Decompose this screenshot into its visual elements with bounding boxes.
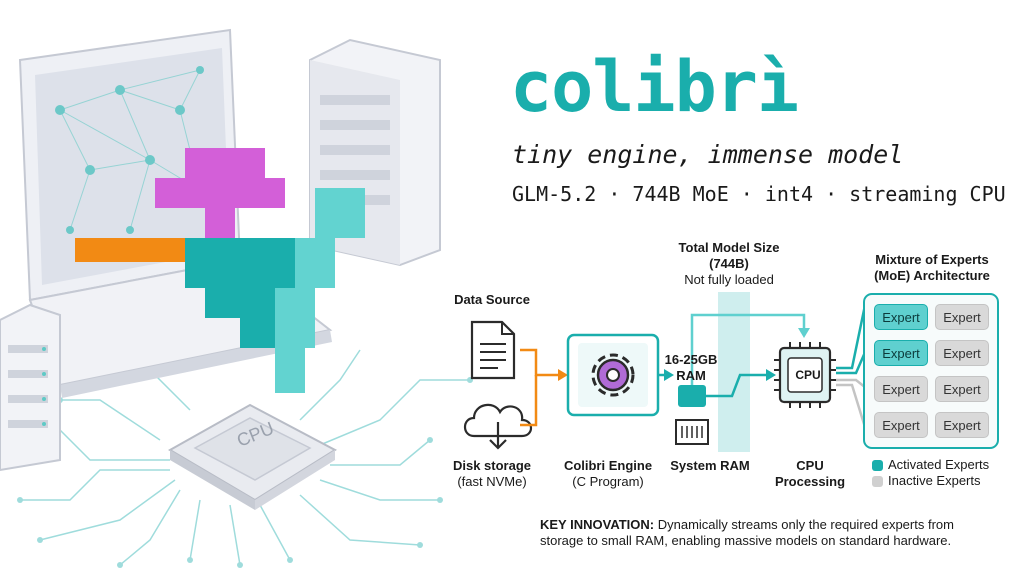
disk-to-engine-arrow xyxy=(520,375,538,427)
moe-subtitle: (MoE) Architecture xyxy=(874,268,990,283)
data-source-label: Data Source xyxy=(454,292,530,307)
legend-active-label: Activated Experts xyxy=(888,457,990,472)
server-small-graphic xyxy=(0,303,61,472)
pixel-hummingbird-logo xyxy=(75,148,365,393)
ram-block xyxy=(678,385,706,407)
ram-to-cpu-line xyxy=(706,373,768,398)
hero-illustration: CPU xyxy=(0,28,473,568)
expert-cell: Expert xyxy=(874,412,928,438)
legend-inactive-label: Inactive Experts xyxy=(888,473,981,488)
total-size-value: (744B) xyxy=(709,256,749,271)
expert-cell: Expert xyxy=(874,340,928,366)
total-size-note: Not fully loaded xyxy=(684,272,774,287)
circuit-nodes xyxy=(7,367,473,568)
engine-sub: (C Program) xyxy=(572,474,644,489)
expert-cell: Expert xyxy=(874,304,928,330)
system-ram-label: System RAM xyxy=(670,458,750,473)
cpu-chip-text: CPU xyxy=(795,368,821,382)
expert-cell: Expert xyxy=(935,340,989,366)
expert-cell: Expert xyxy=(935,304,989,330)
disk-storage-sub: (fast NVMe) xyxy=(457,474,527,489)
gear-icon xyxy=(591,353,635,397)
key-innovation-label: KEY INNOVATION: xyxy=(540,517,655,532)
doc-to-engine-arrow xyxy=(520,348,558,377)
expert-cell: Expert xyxy=(874,376,928,402)
cpu-label: CPU xyxy=(796,458,824,473)
ram-amount: 16-25GB xyxy=(664,352,718,367)
memory-chip-icon xyxy=(675,419,709,445)
document-icon xyxy=(470,320,516,380)
cpu-label-sub: Processing xyxy=(774,474,846,489)
engine-label: Colibri Engine xyxy=(563,458,653,473)
moe-title: Mixture of Experts xyxy=(875,252,989,267)
tagline: tiny engine, immense model xyxy=(512,140,904,169)
key-innovation-note: KEY INNOVATION: Dynamically streams only… xyxy=(540,517,1000,549)
ram-amount-unit: RAM xyxy=(676,368,706,383)
cpu-chip-graphic xyxy=(167,403,338,510)
expert-cell: Expert xyxy=(935,376,989,402)
moe-container xyxy=(863,293,999,449)
total-model-bar xyxy=(718,292,750,452)
key-innovation-text: Dynamically streams only the required ex… xyxy=(540,517,954,548)
architecture-diagram xyxy=(463,292,999,452)
app-title: colibrì xyxy=(510,46,799,128)
cloud-download-icon xyxy=(463,403,533,450)
expert-cell: Expert xyxy=(935,412,989,438)
cpu-chip-icon xyxy=(774,342,836,408)
disk-storage-label: Disk storage xyxy=(452,458,532,473)
model-specs: GLM-5.2 · 744B MoE · int4 · streaming CP… xyxy=(512,182,1006,206)
legend-inactive-swatch xyxy=(872,476,883,487)
model-to-cpu-line xyxy=(690,313,806,385)
total-size-label: Total Model Size xyxy=(678,240,780,255)
legend-active-swatch xyxy=(872,460,883,471)
